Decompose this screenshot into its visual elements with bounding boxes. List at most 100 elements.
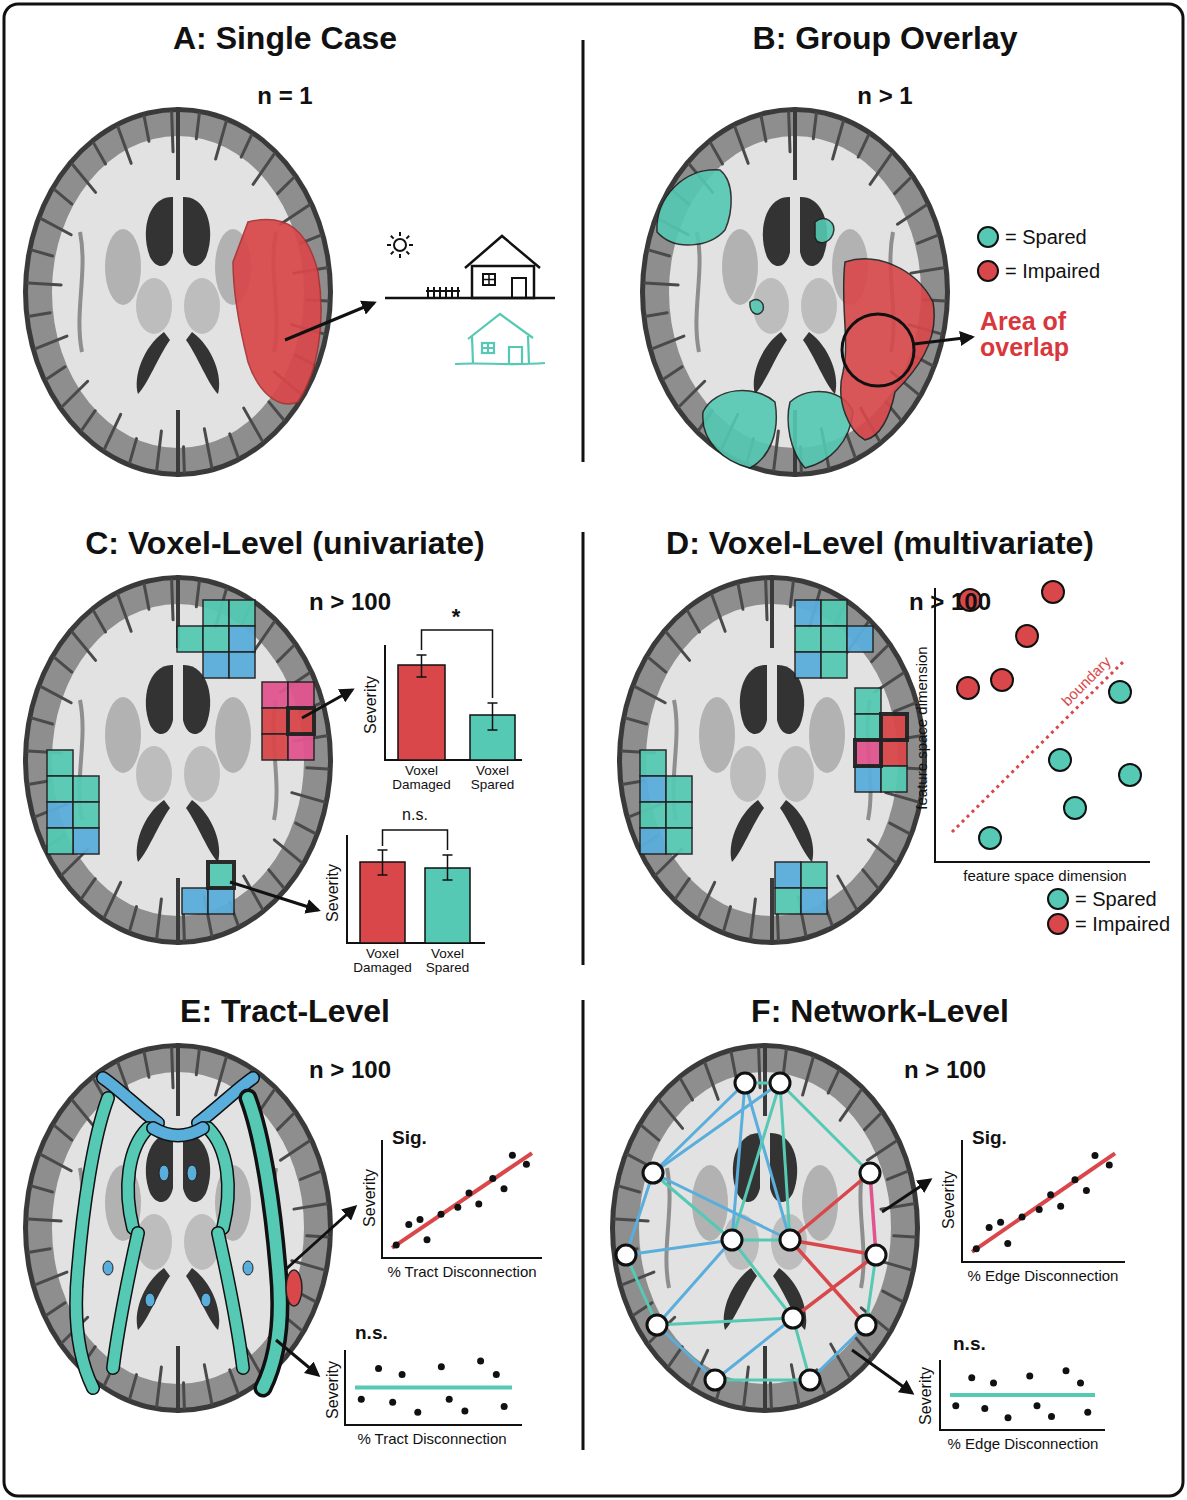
impaired-point [1016, 625, 1038, 647]
data-point [438, 1363, 445, 1370]
sulcus [130, 907, 137, 931]
lesion [233, 219, 321, 403]
network-node [647, 1315, 667, 1335]
sulcus [278, 178, 294, 194]
tract-outline [128, 1128, 148, 1228]
fence-post [433, 287, 435, 298]
tract-fill [218, 1233, 243, 1368]
sulcus [28, 283, 61, 285]
data-point [509, 1152, 516, 1159]
sulcus [813, 114, 816, 139]
axis-label: Severity [940, 1171, 958, 1229]
network-node [800, 1370, 820, 1390]
sulcus [292, 1261, 324, 1270]
sulcus [32, 1186, 52, 1192]
network-edge [745, 1083, 790, 1240]
tract-fill [76, 1098, 108, 1388]
sulcus [917, 235, 937, 243]
sun-ray [409, 244, 413, 246]
ventricle [763, 197, 790, 266]
basal-ganglia [699, 697, 735, 773]
voxel-square [262, 708, 288, 734]
tract-fragment [187, 1165, 197, 1181]
axis-label: Severity [361, 1169, 379, 1227]
impaired-region [841, 259, 934, 440]
door [512, 278, 526, 298]
brain-slice [617, 575, 927, 945]
sulcus [118, 595, 131, 631]
leader-arrow [302, 690, 352, 718]
midline [763, 1043, 767, 1116]
spared-point [1109, 681, 1131, 703]
sulcus [55, 190, 72, 204]
sulcus [32, 250, 52, 256]
sulcus [241, 135, 251, 157]
sulcus [681, 1079, 693, 1100]
panel-divider [582, 532, 585, 965]
panel-title: C: Voxel-Level (univariate) [85, 525, 485, 562]
sulcus [653, 336, 684, 348]
sulcus [840, 1090, 861, 1120]
window-cross [482, 343, 494, 353]
network-node [705, 1370, 725, 1390]
sulcus [157, 899, 162, 938]
fit-line [355, 1386, 512, 1390]
network-node [616, 1245, 636, 1265]
sulcus [29, 313, 50, 316]
sulcus [105, 414, 121, 449]
ventricle [780, 800, 813, 862]
voxel-square [203, 652, 229, 678]
panel-title: D: Voxel-Level (multivariate) [666, 525, 1094, 562]
sun-ray [387, 244, 391, 246]
sulcus [833, 122, 844, 159]
ventricle [731, 800, 764, 862]
house-drawing [385, 232, 555, 298]
sulcus [307, 768, 328, 769]
sulcus [72, 164, 95, 192]
sample-size: n > 100 [904, 1056, 986, 1084]
sulcus [47, 1303, 65, 1315]
axis-label: Severity [324, 864, 342, 922]
sulcus [244, 408, 263, 441]
axis-tick-label: Voxel Spared [461, 764, 525, 791]
network-edge [657, 1325, 715, 1380]
network-edge [653, 1173, 790, 1240]
sun-ray [399, 232, 401, 236]
white-matter-tract [208, 1128, 228, 1228]
sulcus [705, 1063, 718, 1099]
network-edge [657, 1240, 732, 1325]
brain-slice [23, 1043, 333, 1413]
network-edge [715, 1318, 793, 1380]
leader-arrow [285, 1207, 355, 1270]
voxel-square [47, 828, 73, 854]
voxel-square [666, 776, 692, 802]
data-point [990, 1380, 997, 1387]
basal-ganglia [692, 1165, 728, 1241]
data-point [358, 1396, 365, 1403]
sulcus [865, 1114, 881, 1130]
sulcus [646, 313, 667, 316]
sulcus [144, 1053, 149, 1078]
sulcus [688, 611, 700, 632]
tract-fragment [243, 1261, 253, 1275]
sulcus [738, 585, 743, 610]
voxel-square [795, 600, 821, 626]
sulcus [858, 135, 868, 157]
sun-ray [406, 236, 409, 239]
sulcus [280, 1141, 309, 1160]
voxel-square [229, 626, 255, 652]
ventricle [146, 1133, 173, 1202]
ventricle [186, 1268, 219, 1330]
data-point [1034, 1402, 1041, 1409]
tract-outline [248, 1098, 280, 1388]
ventricle [137, 332, 170, 394]
white-matter [646, 604, 898, 916]
leader-arrow [914, 337, 972, 344]
significance-label: Sig. [972, 1127, 1007, 1149]
thalamus [136, 746, 172, 802]
brain-slice [23, 575, 333, 945]
sulcus [72, 632, 95, 660]
sulcus [712, 595, 725, 631]
sulcus [863, 870, 878, 888]
